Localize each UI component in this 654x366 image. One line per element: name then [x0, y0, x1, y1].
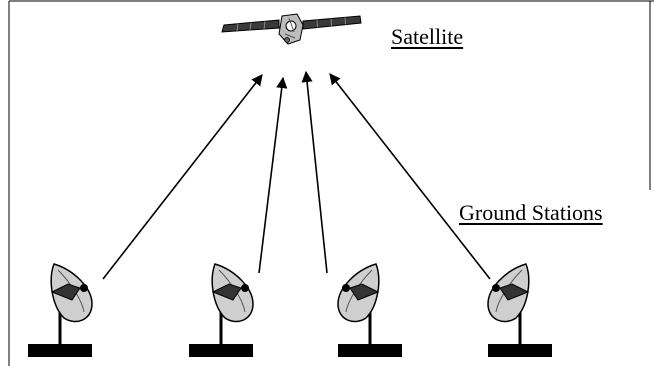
- satellite-icon: [221, 13, 362, 45]
- uplink-arrow-2: [258, 76, 288, 274]
- uplink-arrow-3: [301, 70, 328, 274]
- satellite-dish-icon: [337, 263, 402, 357]
- satellite-right-solar-panel: [302, 15, 362, 30]
- satellite-dish-icon: [189, 263, 254, 357]
- satellite-label: Satellite: [391, 24, 464, 49]
- ground-stations: [28, 263, 552, 357]
- satellite-left-solar-panel: [221, 19, 280, 33]
- ground-stations-label: Ground Stations: [459, 200, 603, 225]
- uplink-arrows: [102, 70, 491, 280]
- uplink-arrow-1: [102, 74, 263, 280]
- frame-border: [8, 0, 654, 366]
- satellite-dish-icon: [28, 263, 93, 357]
- satellite-body: [278, 13, 304, 45]
- satellite-dish-icon: [487, 263, 552, 357]
- uplink-arrow-4: [329, 73, 491, 280]
